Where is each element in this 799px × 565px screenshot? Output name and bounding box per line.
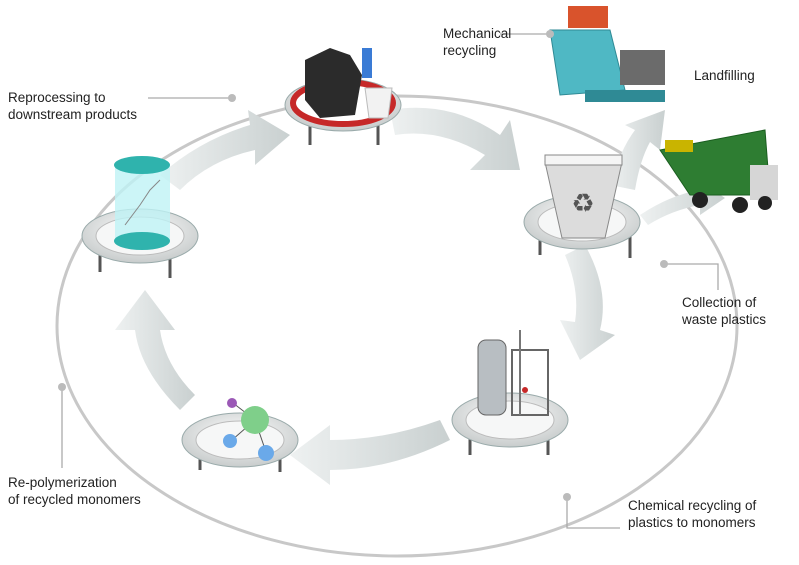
arrow-chemical-to-repoly [290,420,450,485]
arrow-polymer-to-reprocessing [160,110,290,190]
molecule-icon [223,398,274,461]
label-line: downstream products [8,107,138,122]
label-chemical-recycling: Chemical recycling of plastics to monome… [628,497,756,531]
label-line: of recycled monomers [8,492,141,507]
leader-lines [61,33,719,529]
platform-repolymerization [181,412,299,472]
recycling-bin-icon: ♻ [544,154,623,239]
arrow-repoly-to-polymer [115,290,195,410]
cycle-arrows [115,107,725,485]
label-line: Mechanical [443,26,512,41]
garbage-truck-icon [659,129,778,213]
label-repolymerization: Re-polymerization of recycled monomers [8,474,141,508]
label-line: recycling [443,43,497,58]
label-line: Reprocessing to [8,90,106,105]
label-line: Re-polymerization [8,475,117,490]
label-line: waste plastics [682,312,767,327]
label-line: Chemical recycling of [628,498,757,513]
polymer-cylinder-icon [114,156,170,250]
shredder-machine-icon [549,6,665,102]
arrow-reprocessing-to-collection [390,107,520,170]
arrow-to-mechanical [610,110,665,190]
label-landfilling: Landfilling [694,68,755,83]
leader-dots [58,30,668,501]
label-reprocessing: Reprocessing to downstream products [8,89,137,123]
clothing-products-icon [305,48,393,119]
reactor-icon [477,330,549,416]
label-line: Collection of [682,295,757,310]
svg-text:♻: ♻ [571,188,594,218]
label-collection: Collection of waste plastics [682,294,766,328]
platform-chemical [451,392,569,455]
label-line: plastics to monomers [628,515,756,530]
arrow-collection-to-chemical [560,245,615,360]
label-mechanical-recycling: Mechanical recycling [443,25,511,59]
